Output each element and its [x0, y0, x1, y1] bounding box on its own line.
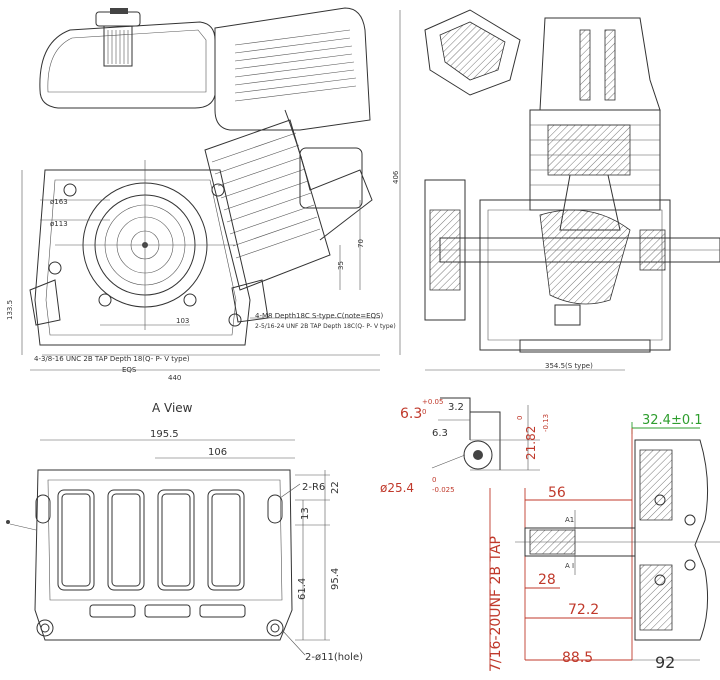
- dim-88-5: 88.5: [562, 650, 593, 666]
- shaft-section: 32.4±0.1 56 28 72.2 88.5 7/16-20UNF 2B T…: [488, 413, 720, 672]
- front-view: ø163 ø113 103 35 70 133.5 406 440 EQS 4-…: [6, 7, 401, 382]
- dim-354-5: 354.5(S type): [545, 362, 593, 370]
- tol-0-b: 0: [516, 416, 524, 420]
- dim-92: 92: [655, 653, 675, 672]
- label-2-d11-hole: 2-ø11(hole): [305, 652, 363, 663]
- dim-32-4: 32.4±0.1: [642, 413, 703, 428]
- dim-13: 13: [300, 507, 311, 520]
- dim-22: 22: [330, 481, 341, 494]
- air-cleaner-grille: [234, 29, 357, 102]
- dim-95-4: 95.4: [330, 568, 341, 590]
- dim-440: 440: [168, 374, 181, 382]
- dim-28: 28: [538, 572, 556, 588]
- fuel-cap: [95, 8, 141, 67]
- a-view-title: A View: [152, 401, 193, 415]
- thread-label: 7/16-20UNF 2B TAP: [488, 536, 504, 672]
- dim-133-5: 133.5: [6, 300, 14, 320]
- dim-6-3: 6.3: [400, 406, 422, 422]
- dim-6-3b: 6.3: [432, 428, 448, 439]
- dim-106: 106: [208, 447, 227, 458]
- tol-minus-013: -0.13: [542, 414, 550, 432]
- side-section-view: 354.5(S type): [424, 9, 720, 371]
- tol-0-a: 0: [422, 408, 426, 416]
- tol-0-c: 0: [432, 476, 436, 484]
- note-unc: 4-3/8-16 UNC 2B TAP Depth 18(Q- P- V typ…: [34, 355, 190, 363]
- cylinder-fins: [204, 119, 331, 291]
- dim-61-4: 61.4: [297, 578, 308, 600]
- dim-d25-4: ø25.4: [380, 481, 414, 495]
- dim-72-2: 72.2: [568, 602, 599, 618]
- dim-195-5: 195.5: [150, 429, 179, 440]
- label-a1: A1: [565, 516, 574, 524]
- dim-3-2: 3.2: [448, 402, 464, 413]
- note-unf: 2-5/16-24 UNF 2B TAP Depth 18C(Q- P- V t…: [255, 323, 396, 330]
- dim-406: 406: [392, 170, 400, 184]
- dim-103: 103: [176, 317, 189, 325]
- a-view-slots: [35, 489, 283, 618]
- dim-70: 70: [357, 239, 365, 248]
- tol-minus-0025: -0.025: [432, 486, 455, 494]
- dim-d163: ø163: [50, 198, 68, 206]
- dim-35: 35: [337, 261, 345, 270]
- recoil-starter: [55, 160, 235, 330]
- dim-56: 56: [548, 485, 566, 501]
- label-2-r6: 2-R6: [302, 482, 325, 493]
- tol-plus-005: +0.05: [422, 398, 443, 406]
- shaft-key-detail: 6.3 +0.05 0 3.2 6.3 21.82 0 -0.13 ø25.4 …: [380, 397, 550, 495]
- note-m8: 4-M8 Depth18C S-type.C(note=EQS): [255, 312, 384, 320]
- dim-21-82: 21.82: [524, 426, 538, 460]
- dim-eqs: EQS: [122, 366, 137, 374]
- a-view: A View 195.5 106: [6, 401, 363, 663]
- dim-d113: ø113: [50, 220, 68, 228]
- label-a-i: A I: [565, 562, 574, 570]
